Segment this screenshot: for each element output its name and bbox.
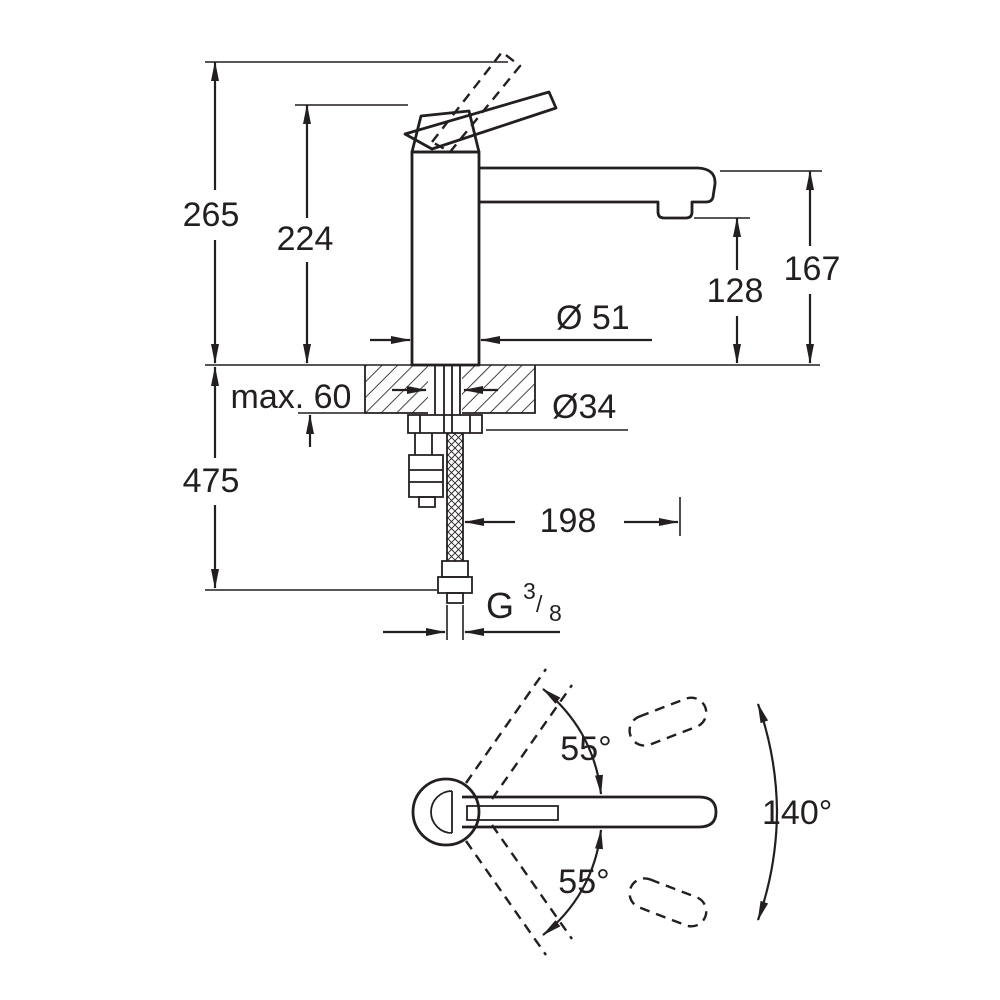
faucet-handle-raised-dashed	[430, 50, 522, 154]
angle-140-label: 140°	[762, 794, 832, 832]
thread-g: G	[486, 585, 514, 626]
spout-dashed-lower	[465, 824, 573, 956]
faucet-handle	[403, 90, 558, 151]
body-column	[410, 150, 481, 367]
faucet-body	[410, 109, 481, 367]
dim-475-label: 475	[183, 462, 240, 500]
connector-tip	[418, 496, 436, 508]
arc-55u-b	[581, 733, 603, 795]
hose-sides	[446, 433, 464, 561]
body-top-view	[411, 777, 481, 847]
side-view: 265 224 128 167 Ø 51 max. 60 Ø34	[183, 50, 841, 640]
dimensions-side: 265 224 128 167 Ø 51 max. 60 Ø34	[183, 61, 841, 640]
hose-braid	[447, 433, 463, 561]
hose-stub	[446, 592, 464, 604]
swivel-arc-55-lower: 55°	[542, 829, 610, 936]
body-top-detail	[430, 790, 453, 834]
dim-167-label: 167	[784, 250, 841, 288]
spout-tip-dashed-lower	[628, 877, 708, 928]
swivel-arc-55-upper: 55°	[542, 688, 612, 795]
angle-55-lower-label: 55°	[558, 863, 609, 901]
thread-denominator: 8	[549, 600, 562, 626]
handle-base	[410, 109, 481, 154]
top-view: 140° 55° 55°	[411, 668, 832, 956]
connector-tubes	[414, 433, 433, 455]
dim-265-label: 265	[183, 196, 240, 234]
hose-ferrule	[441, 560, 469, 578]
spout-dashed-upper	[465, 668, 573, 800]
dim-224-label: 224	[277, 220, 334, 258]
thread-slash: /	[536, 591, 543, 617]
arc-140-lower	[756, 811, 779, 921]
spout-lever-detail	[466, 805, 559, 821]
spout-tip-dashed-upper	[628, 696, 708, 747]
mounting-nut	[407, 414, 483, 434]
arc-55u-a	[542, 688, 583, 735]
supply-hose	[437, 433, 473, 604]
arc-55l-a	[581, 829, 603, 891]
arc-55l-b	[542, 889, 583, 936]
mounting-shank	[407, 365, 483, 434]
connector-body	[408, 454, 444, 498]
swivel-arc-140: 140°	[756, 703, 832, 921]
dim-dia51-label: Ø 51	[556, 299, 630, 337]
thread-numerator: 3	[523, 578, 536, 604]
dim-thread-label: G 3 / 8	[486, 578, 562, 626]
arc-140-upper	[756, 703, 779, 813]
dim-dia34-label: Ø34	[552, 388, 616, 426]
angle-55-upper-label: 55°	[560, 730, 611, 768]
dim-128-label: 128	[707, 272, 764, 310]
hose-connector	[408, 433, 444, 508]
faucet-spout	[479, 166, 717, 220]
shank-rods	[434, 365, 461, 433]
dim-198-label: 198	[540, 502, 597, 540]
spout-top-view	[462, 795, 718, 829]
dim-max60-label: max. 60	[231, 378, 352, 416]
spout-tip-lower-outline	[628, 877, 708, 928]
ext-thread	[446, 605, 464, 640]
spout-tip-upper-outline	[628, 696, 708, 747]
hose-nut	[437, 576, 473, 594]
